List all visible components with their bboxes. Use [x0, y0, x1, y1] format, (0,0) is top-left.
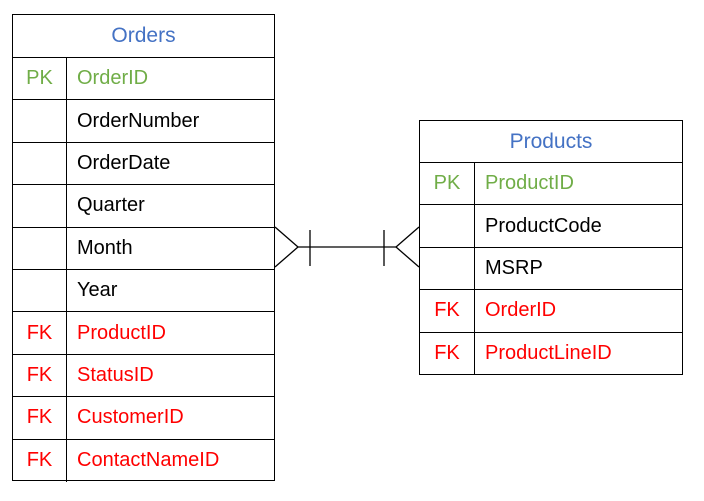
table-row: FK ContactNameID [13, 439, 274, 482]
field-cell: ProductLineID [485, 342, 612, 365]
field-cell: ProductCode [485, 214, 602, 237]
table-row: FK CustomerID [13, 397, 274, 440]
orders-title: Orders [13, 15, 274, 58]
key-cell: PK [13, 58, 67, 100]
field-cell: ContactNameID [77, 449, 220, 472]
table-row: ProductCode [420, 205, 682, 248]
products-crows-foot [383, 226, 420, 268]
key-cell [13, 227, 67, 269]
field-cell: CustomerID [77, 406, 184, 429]
products-table: Products PK ProductID ProductCode MSRP FK… [419, 120, 683, 375]
orders-crows-foot [274, 226, 311, 268]
key-cell [13, 185, 67, 227]
field-cell: Month [77, 236, 133, 259]
field-cell: ProductID [77, 321, 166, 344]
key-cell: FK [13, 354, 67, 397]
table-row: PK OrderID [13, 58, 274, 101]
table-row: PK ProductID [420, 163, 682, 206]
key-cell [13, 142, 67, 185]
field-cell: ProductID [485, 172, 574, 195]
table-row: OrderNumber [13, 100, 274, 143]
field-cell: OrderID [77, 67, 149, 90]
key-cell: PK [420, 163, 475, 205]
key-cell [13, 269, 67, 312]
orders-table: Orders PK OrderID OrderNumber OrderDate Q… [12, 14, 275, 482]
key-cell: FK [13, 439, 67, 482]
table-row: Year [13, 269, 274, 313]
field-cell: OrderDate [77, 151, 171, 174]
field-cell: Quarter [77, 194, 145, 217]
table-row: MSRP [420, 247, 682, 291]
key-cell [420, 205, 475, 247]
table-row: OrderDate [13, 142, 274, 186]
field-cell: OrderNumber [77, 109, 200, 132]
table-row: Quarter [13, 185, 274, 228]
table-row: Month [13, 227, 274, 270]
table-row: FK ProductLineID [420, 332, 682, 375]
key-cell: FK [420, 332, 475, 375]
key-cell [13, 100, 67, 142]
table-row: FK OrderID [420, 290, 682, 333]
table-row: FK StatusID [13, 354, 274, 398]
key-cell [420, 247, 475, 290]
products-title: Products [420, 121, 682, 163]
field-cell: MSRP [485, 256, 543, 279]
table-row: FK ProductID [13, 312, 274, 355]
field-cell: StatusID [77, 363, 154, 386]
key-cell: FK [13, 312, 67, 354]
field-cell: Year [77, 279, 118, 302]
key-cell: FK [420, 290, 475, 332]
products-rows: PK ProductID ProductCode MSRP FK OrderID F… [420, 163, 682, 375]
field-cell: OrderID [485, 299, 557, 322]
key-cell: FK [13, 397, 67, 439]
